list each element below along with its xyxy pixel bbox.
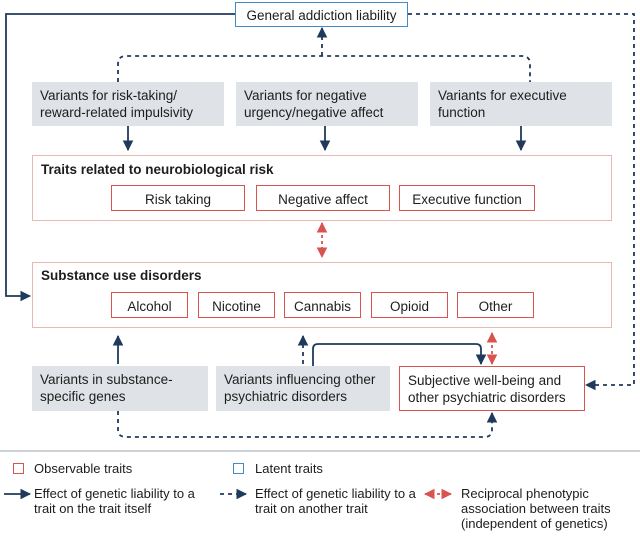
general-addiction-liability-node: General addiction liability	[235, 2, 408, 27]
latent-trait-swatch	[233, 463, 244, 474]
psychiatric-to-wellbeing-solid-arrow	[312, 343, 487, 366]
legend-reciprocal-label: Reciprocal phenotypic association betwee…	[461, 486, 611, 531]
psychiatric-variants-box: Variants influencing other psychiatric d…	[216, 366, 390, 411]
sud-nicotine: Nicotine	[198, 292, 275, 318]
sud-other: Other	[457, 292, 534, 318]
legend-solid-label: Effect of genetic liability to a trait o…	[34, 486, 195, 516]
executive-function-variants-box: Variants for executive function	[430, 82, 612, 126]
sud-opioid: Opioid	[371, 292, 448, 318]
trait-risk-taking: Risk taking	[111, 185, 245, 211]
latent-to-wellbeing-dashed-arrow	[408, 13, 635, 391]
legend-latent-label: Latent traits	[255, 461, 323, 476]
sud-alcohol: Alcohol	[111, 292, 188, 318]
observable-trait-swatch	[13, 463, 24, 474]
top-variants-dashed-bracket	[117, 55, 531, 82]
negative-urgency-variants-box: Variants for negative urgency/negative a…	[236, 82, 418, 126]
wellbeing-psychiatric-node: Subjective well-being and other psychiat…	[399, 366, 585, 411]
traits-panel-title: Traits related to neurobiological risk	[41, 162, 274, 177]
legend-observable-label: Observable traits	[34, 461, 133, 476]
substance-specific-variants-box: Variants in substance-specific genes	[32, 366, 208, 411]
sud-cannabis: Cannabis	[284, 292, 361, 318]
trait-negative-affect: Negative affect	[256, 185, 390, 211]
legend-dashed-label: Effect of genetic liability to a trait o…	[255, 486, 416, 516]
sud-panel-title: Substance use disorders	[41, 268, 202, 283]
risk-taking-variants-box: Variants for risk-taking/ reward-related…	[32, 82, 224, 126]
bottom-variants-dashed-bracket	[117, 411, 498, 438]
trait-executive-function: Executive function	[399, 185, 535, 211]
latent-to-sud-solid-arrow	[5, 13, 235, 302]
